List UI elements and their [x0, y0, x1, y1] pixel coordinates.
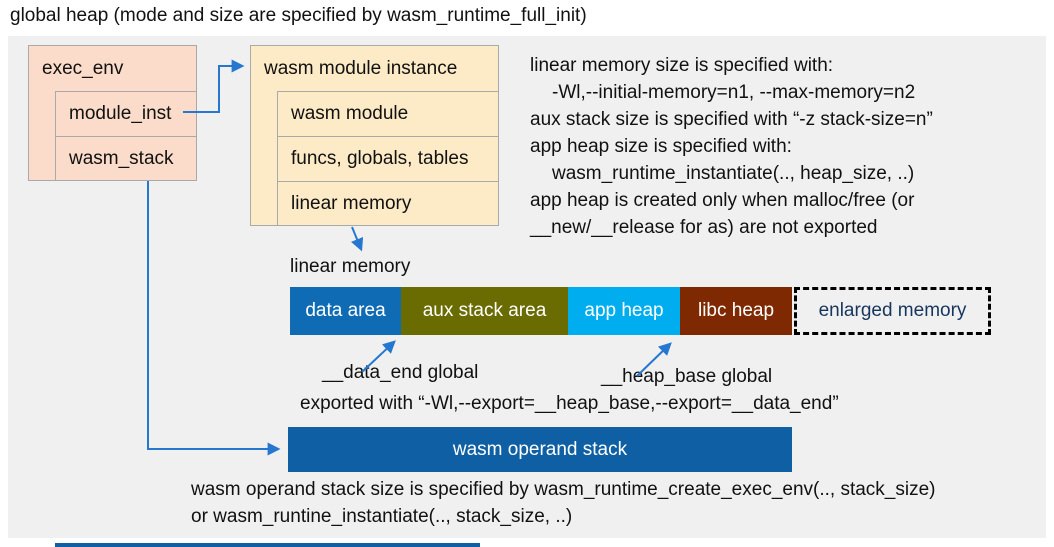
- diagram-title: global heap (mode and size are specified…: [10, 5, 587, 26]
- note-line: -Wl,--initial-memory=n1, --max-memory=n2: [552, 82, 916, 103]
- exec-env-box: exec_env module_inst wasm_stack: [28, 45, 197, 181]
- operand-stack-note: wasm operand stack size is specified by …: [191, 479, 936, 500]
- module-instance-header: wasm module instance: [264, 58, 458, 79]
- module-instance-box: wasm module instance wasm module funcs, …: [250, 45, 499, 226]
- exported-with-label: exported with “-Wl,--export=__heap_base,…: [300, 393, 839, 414]
- note-line: app heap size is specified with:: [530, 136, 792, 157]
- linear-memory-notes: linear memory size is specified with: -W…: [530, 52, 933, 241]
- wasm-operand-stack-bar: wasm operand stack: [288, 427, 792, 472]
- note-line: aux stack size is specified with “-z sta…: [530, 109, 933, 130]
- note-line: __new/__release for as) are not exported: [530, 217, 878, 238]
- heap-base-global-label: __heap_base global: [601, 366, 773, 387]
- note-line: app heap is created only when malloc/fre…: [530, 190, 915, 211]
- module-instance-row-wasm-module: wasm module: [277, 91, 498, 136]
- module-instance-row-funcs-globals-tables: funcs, globals, tables: [277, 136, 498, 181]
- data-end-global-label: __data_end global: [322, 362, 479, 383]
- exec-env-header: exec_env: [42, 58, 124, 79]
- exec-env-row-wasm-stack: wasm_stack: [55, 136, 196, 180]
- segment-aux-stack-area: aux stack area: [401, 287, 568, 335]
- segment-enlarged-memory: enlarged memory: [794, 287, 991, 335]
- module-instance-row-linear-memory: linear memory: [277, 181, 498, 225]
- exec-env-row-module-inst: module_inst: [55, 91, 196, 136]
- note-line: linear memory size is specified with:: [530, 55, 834, 76]
- segment-app-heap: app heap: [568, 287, 680, 335]
- operand-stack-note: or wasm_runtine_instantiate(.., stack_si…: [191, 506, 573, 527]
- note-line: wasm_runtime_instantiate(.., heap_size, …: [552, 163, 915, 184]
- bottom-partial-bar: [55, 543, 480, 547]
- linear-memory-label: linear memory: [290, 256, 411, 277]
- segment-data-area: data area: [290, 287, 401, 335]
- segment-libc-heap: libc heap: [680, 287, 792, 335]
